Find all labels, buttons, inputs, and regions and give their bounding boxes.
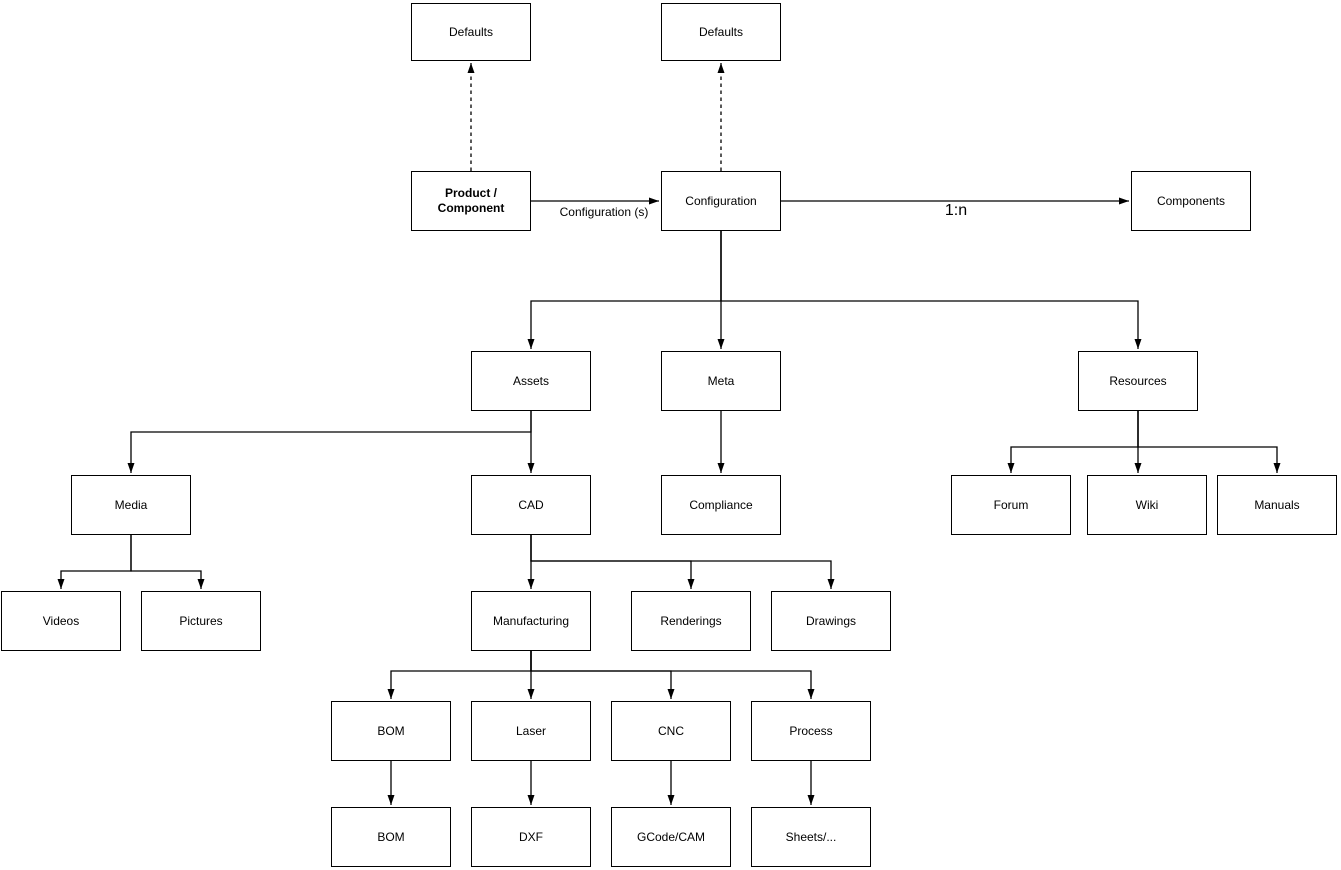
node-gcode-cam[interactable]: GCode/CAM bbox=[611, 807, 731, 867]
node-label: Drawings bbox=[805, 613, 856, 628]
node-laser[interactable]: Laser bbox=[471, 701, 591, 761]
node-media[interactable]: Media bbox=[71, 475, 191, 535]
node-label: Defaults bbox=[698, 24, 744, 39]
node-videos[interactable]: Videos bbox=[1, 591, 121, 651]
node-label: Assets bbox=[512, 373, 549, 388]
node-sheets[interactable]: Sheets/... bbox=[751, 807, 871, 867]
edge-manufacturing-to-process[interactable] bbox=[530, 651, 815, 699]
node-label: BOM bbox=[377, 829, 405, 844]
node-label: DXF bbox=[519, 829, 543, 844]
node-label: Wiki bbox=[1135, 497, 1159, 512]
node-label: Laser bbox=[515, 723, 547, 738]
node-compliance[interactable]: Compliance bbox=[661, 475, 781, 535]
node-cad[interactable]: CAD bbox=[471, 475, 591, 535]
node-label: Compliance bbox=[689, 497, 753, 512]
node-label: Sheets/... bbox=[785, 829, 837, 844]
node-components[interactable]: Components bbox=[1131, 171, 1251, 231]
edge-configuration-to-assets[interactable] bbox=[527, 231, 722, 349]
node-label: Forum bbox=[993, 497, 1029, 512]
node-defaults-left[interactable]: Defaults bbox=[411, 3, 531, 61]
node-configuration[interactable]: Configuration bbox=[661, 171, 781, 231]
node-label: BOM bbox=[377, 723, 405, 738]
edge-label-1-n[interactable]: 1:n bbox=[942, 202, 970, 219]
edge-resources-to-manuals[interactable] bbox=[1137, 411, 1281, 473]
edge-media-to-videos[interactable] bbox=[57, 535, 132, 589]
edge-cad-to-drawings[interactable] bbox=[530, 535, 835, 589]
node-label: Videos bbox=[42, 613, 80, 628]
node-forum[interactable]: Forum bbox=[951, 475, 1071, 535]
node-label: Manufacturing bbox=[492, 613, 570, 628]
node-label: Media bbox=[114, 497, 148, 512]
node-resources[interactable]: Resources bbox=[1078, 351, 1198, 411]
node-bom-output[interactable]: BOM bbox=[331, 807, 451, 867]
node-manufacturing[interactable]: Manufacturing bbox=[471, 591, 591, 651]
edge-configuration-to-resources[interactable] bbox=[720, 231, 1142, 349]
node-process[interactable]: Process bbox=[751, 701, 871, 761]
node-label: Meta bbox=[707, 373, 735, 388]
node-drawings[interactable]: Drawings bbox=[771, 591, 891, 651]
node-wiki[interactable]: Wiki bbox=[1087, 475, 1207, 535]
node-label: Pictures bbox=[179, 613, 223, 628]
node-dxf[interactable]: DXF bbox=[471, 807, 591, 867]
node-defaults-right[interactable]: Defaults bbox=[661, 3, 781, 61]
node-label: Defaults bbox=[448, 24, 494, 39]
node-label: GCode/CAM bbox=[636, 829, 706, 844]
node-label: CAD bbox=[518, 497, 544, 512]
node-assets[interactable]: Assets bbox=[471, 351, 591, 411]
node-label: Configuration bbox=[685, 193, 757, 208]
node-renderings[interactable]: Renderings bbox=[631, 591, 751, 651]
edge-label-configuration-s[interactable]: Configuration (s) bbox=[557, 205, 651, 219]
node-label: Manuals bbox=[1254, 497, 1300, 512]
edge-media-to-pictures[interactable] bbox=[130, 535, 205, 589]
node-product-component[interactable]: Product / Component bbox=[411, 171, 531, 231]
node-label: CNC bbox=[658, 723, 684, 738]
node-meta[interactable]: Meta bbox=[661, 351, 781, 411]
node-label: Renderings bbox=[660, 613, 722, 628]
edge-manufacturing-to-cnc[interactable] bbox=[530, 651, 675, 699]
node-label: Components bbox=[1156, 193, 1226, 208]
node-label: Resources bbox=[1109, 373, 1167, 388]
node-pictures[interactable]: Pictures bbox=[141, 591, 261, 651]
edge-cad-to-renderings[interactable] bbox=[530, 535, 695, 589]
edge-resources-to-forum[interactable] bbox=[1007, 411, 1139, 473]
node-label: Product / Component bbox=[437, 186, 505, 215]
node-bom[interactable]: BOM bbox=[331, 701, 451, 761]
node-cnc[interactable]: CNC bbox=[611, 701, 731, 761]
edge-assets-to-media[interactable] bbox=[127, 411, 532, 473]
edge-manufacturing-to-bom[interactable] bbox=[387, 651, 532, 699]
node-manuals[interactable]: Manuals bbox=[1217, 475, 1337, 535]
node-label: Process bbox=[789, 723, 833, 738]
